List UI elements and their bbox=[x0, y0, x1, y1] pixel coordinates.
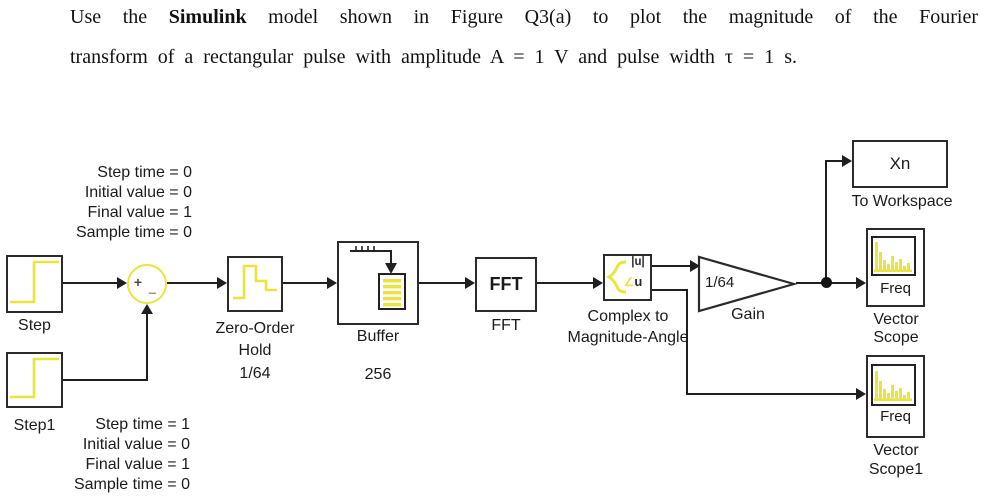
question-text-simulink: Simulink bbox=[168, 6, 247, 28]
angle-letter: u bbox=[634, 274, 643, 289]
angle-output-label: ∠u bbox=[619, 274, 647, 289]
zoh-param-value: 1/64 bbox=[239, 365, 271, 382]
vector-scope1-label-line2: Scope1 bbox=[868, 461, 924, 478]
annotation-line: Sample time = 0 bbox=[75, 224, 192, 241]
sum-block[interactable] bbox=[127, 264, 167, 304]
wire-arrowhead-icon bbox=[117, 277, 127, 289]
question-text-line1: Use the Simulink model shown in Figure Q… bbox=[70, 6, 978, 29]
step-block-label: Step bbox=[18, 317, 51, 334]
magnitude-output-label: |u| bbox=[631, 256, 645, 268]
wire-arrowhead-icon bbox=[856, 388, 866, 400]
wire-step1-horizontal bbox=[63, 379, 148, 381]
vector-scope-port-label: Freq bbox=[880, 280, 911, 297]
annotation-line: Initial value = 0 bbox=[82, 436, 190, 453]
annotation-line: Final value = 1 bbox=[87, 204, 192, 221]
annotation-line: Sample time = 0 bbox=[73, 476, 190, 493]
wire-step-to-sum bbox=[63, 282, 118, 284]
buffer-param-value: 256 bbox=[364, 366, 392, 383]
annotation-line: Step time = 1 bbox=[95, 416, 190, 433]
zero-order-hold-block[interactable] bbox=[227, 256, 283, 312]
to-workspace-block[interactable] bbox=[852, 140, 948, 188]
buffer-label: Buffer bbox=[356, 328, 400, 345]
annotation-line: Final value = 1 bbox=[85, 456, 190, 473]
annotation-line: Step time = 0 bbox=[97, 164, 192, 181]
vector-scope-label-line1: Vector bbox=[873, 311, 919, 328]
wire-arrowhead-icon bbox=[690, 260, 700, 272]
step-waveform-icon bbox=[10, 260, 59, 304]
cma-label-line2: Magnitude-Angle bbox=[567, 329, 689, 346]
question-text-pre: Use the bbox=[70, 6, 169, 28]
step1-params-annotation: Step time = 1 Initial value = 0 Final va… bbox=[58, 415, 190, 495]
wire-arrowhead-icon bbox=[141, 304, 153, 314]
wire-zoh-to-buffer bbox=[283, 282, 328, 284]
buffer-icon bbox=[350, 246, 406, 310]
wire-angle-horizontal bbox=[652, 289, 688, 291]
wire-step1-vertical bbox=[146, 312, 148, 381]
annotation-line: Initial value = 0 bbox=[84, 184, 192, 201]
gain-value: 1/64 bbox=[705, 274, 735, 291]
brace-icon bbox=[606, 260, 627, 294]
wire-branch-to-workspace bbox=[826, 160, 843, 162]
wire-arrowhead-icon bbox=[856, 277, 866, 289]
wire-arrowhead-icon bbox=[593, 277, 603, 289]
question-text-post: model shown in Figure Q3(a) to plot the … bbox=[246, 6, 978, 28]
wire-angle-vertical bbox=[686, 289, 688, 395]
gain-label: Gain bbox=[731, 306, 765, 323]
spectrum-icon bbox=[871, 364, 916, 406]
sum-plus-sign: + bbox=[133, 274, 143, 290]
wire-arrowhead-icon bbox=[465, 277, 475, 289]
step1-block[interactable] bbox=[6, 352, 63, 408]
wire-cma-to-gain bbox=[652, 265, 691, 267]
gain-block[interactable] bbox=[697, 255, 797, 313]
staircase-waveform-icon bbox=[233, 264, 277, 300]
wire-arrowhead-icon bbox=[842, 155, 852, 167]
wire-arrowhead-icon bbox=[217, 277, 227, 289]
wire-arrowhead-icon bbox=[327, 277, 337, 289]
angle-symbol: ∠ bbox=[623, 275, 635, 289]
zoh-label-line2: Hold bbox=[238, 342, 272, 359]
vector-scope1-port-label: Freq bbox=[880, 408, 911, 425]
to-workspace-label: To Workspace bbox=[851, 193, 953, 210]
question-text-line2: transform of a rectangular pulse with am… bbox=[70, 46, 797, 68]
vector-scope1-label-line1: Vector bbox=[873, 442, 919, 459]
vector-scope-label-line2: Scope bbox=[873, 329, 919, 346]
step-params-annotation: Step time = 0 Initial value = 0 Final va… bbox=[40, 163, 192, 243]
to-workspace-variable: Xn bbox=[889, 154, 911, 173]
wire-sum-to-zoh bbox=[167, 282, 218, 284]
fft-block[interactable] bbox=[475, 257, 537, 312]
step1-block-label: Step1 bbox=[13, 417, 56, 434]
complex-to-magnitude-angle-block[interactable] bbox=[603, 254, 652, 301]
sum-minus-sign: − bbox=[148, 285, 157, 301]
fft-label: FFT bbox=[491, 317, 521, 334]
step-block[interactable] bbox=[6, 255, 63, 313]
zoh-label-line1: Zero-Order bbox=[215, 320, 295, 337]
wire-junction-dot bbox=[821, 277, 832, 288]
wire-fft-to-cma bbox=[537, 282, 594, 284]
buffer-block[interactable] bbox=[337, 241, 419, 325]
cma-label-line1: Complex to bbox=[587, 308, 669, 325]
wire-branch-vertical bbox=[825, 160, 827, 283]
fft-icon-text: FFT bbox=[489, 274, 523, 294]
wire-buffer-to-fft bbox=[419, 282, 466, 284]
spectrum-icon bbox=[871, 236, 916, 276]
wire-angle-to-scope1 bbox=[686, 393, 857, 395]
step-waveform-icon bbox=[10, 357, 59, 399]
